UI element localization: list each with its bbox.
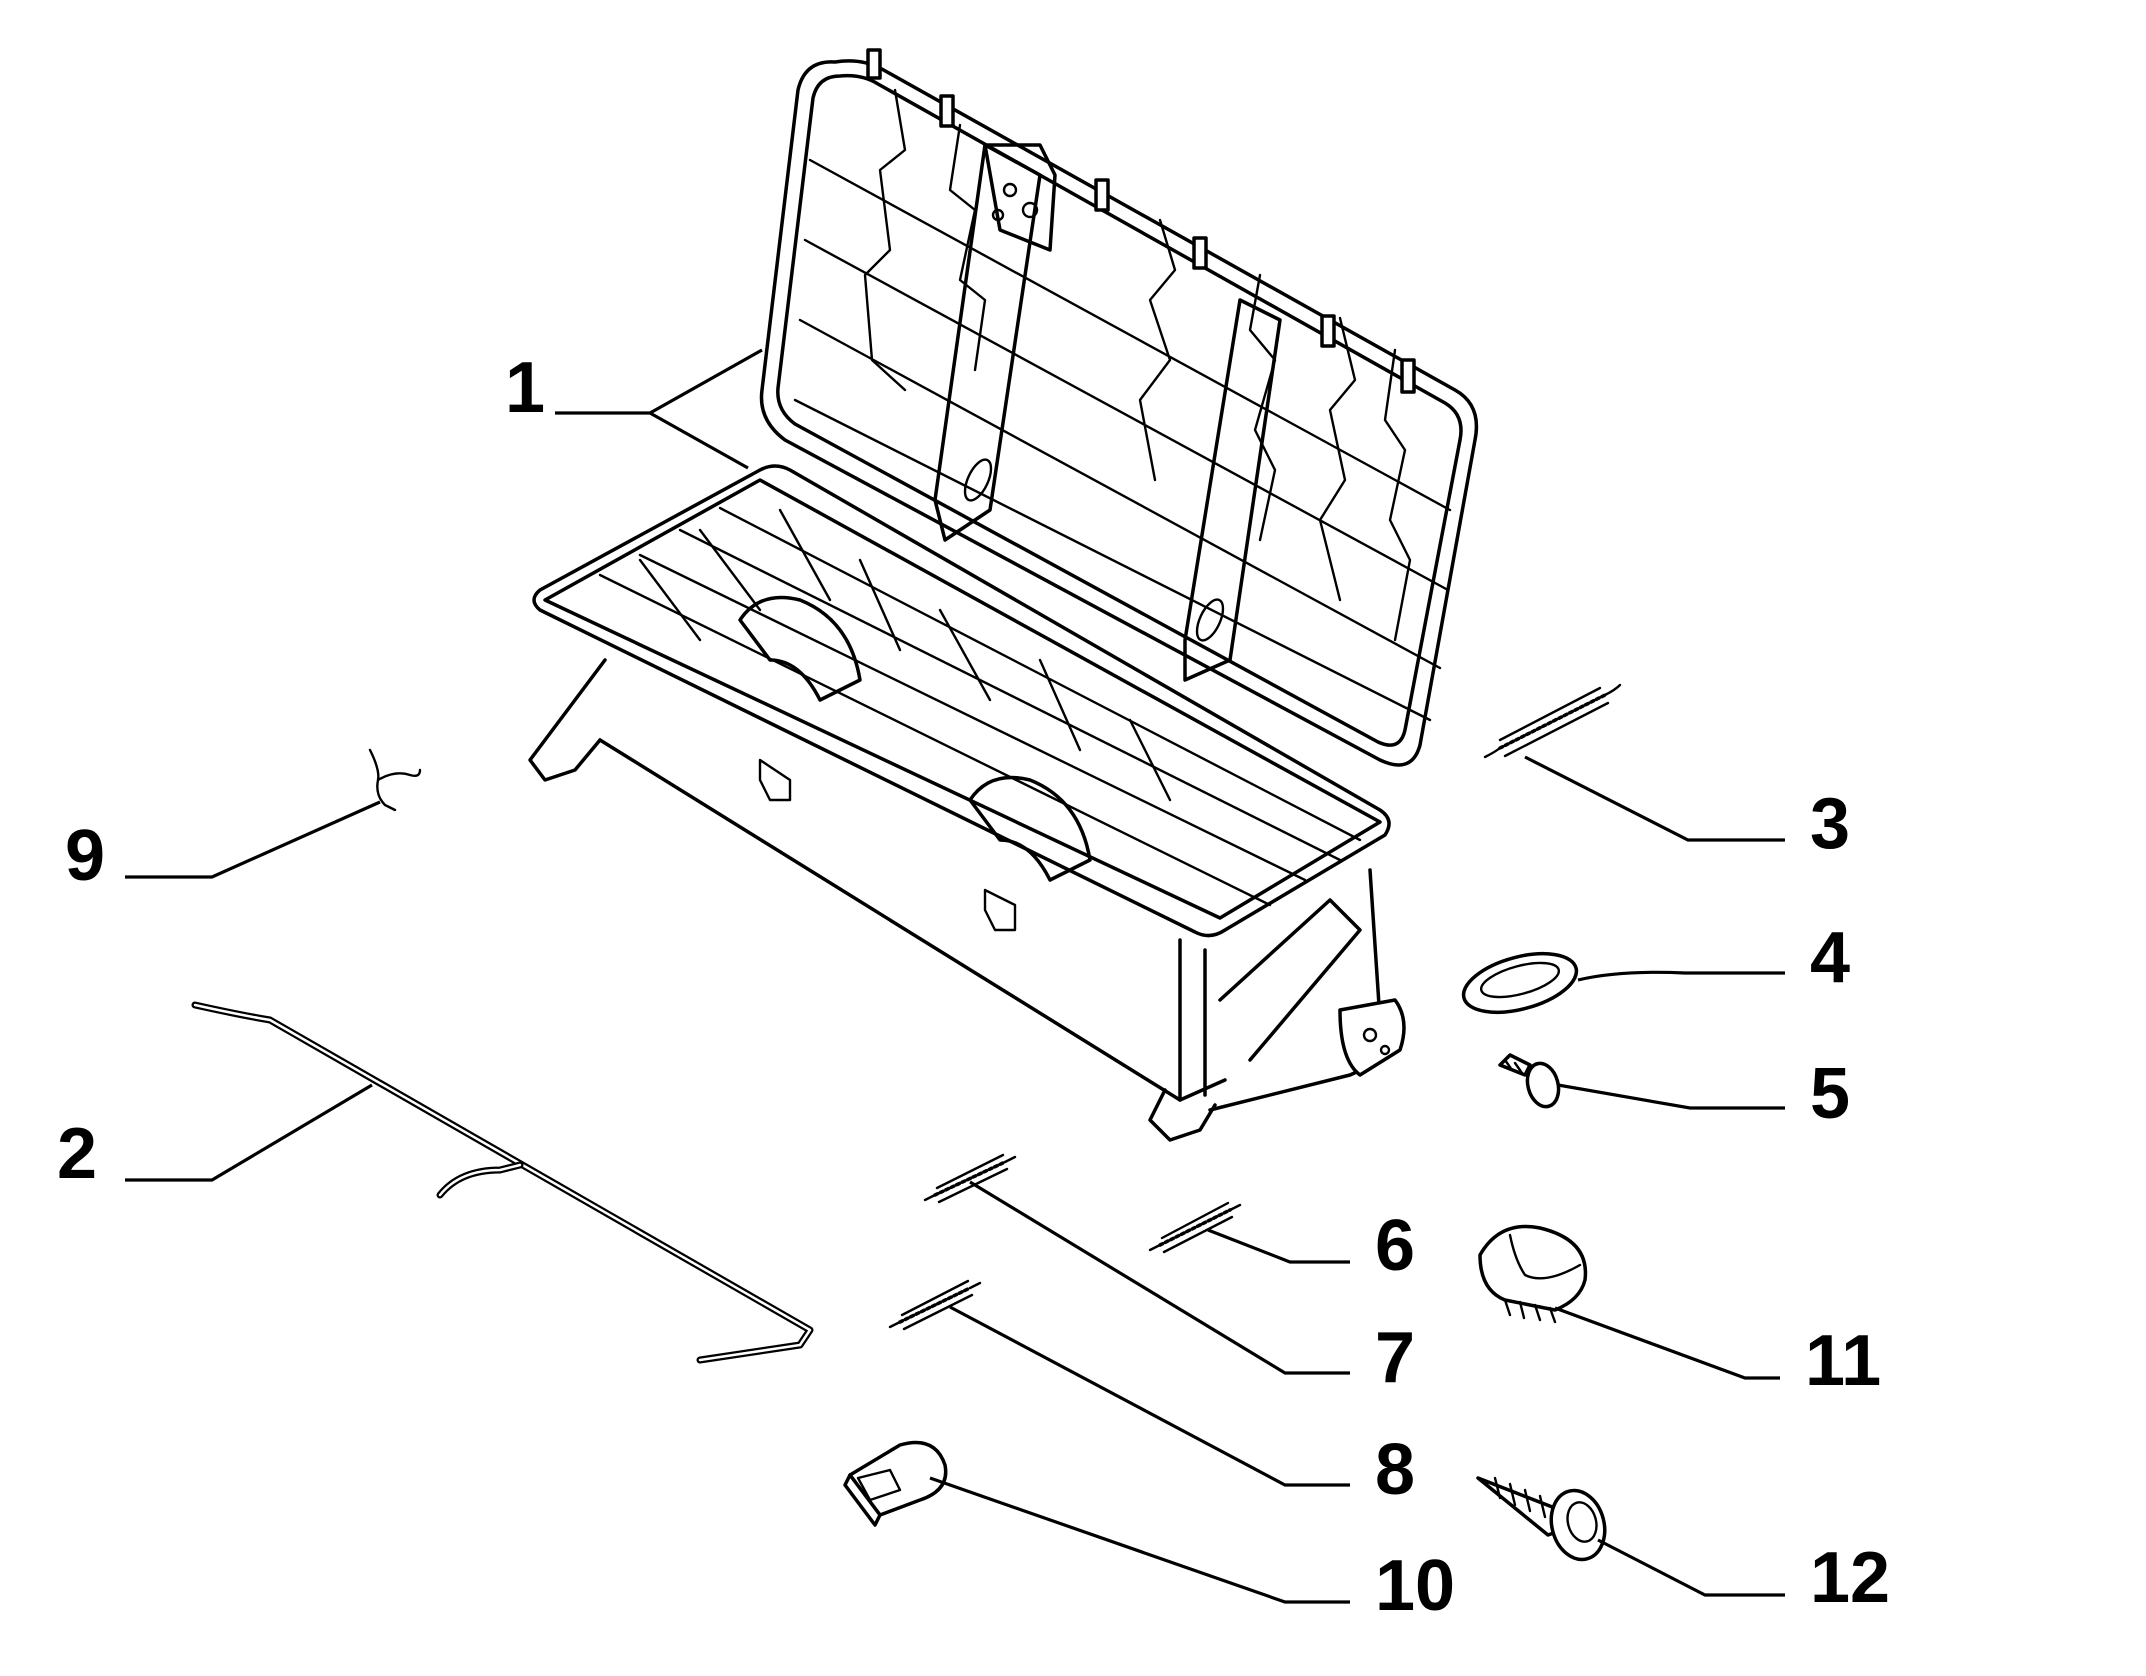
leader-3	[1524, 755, 1785, 842]
spring-small-8	[888, 1279, 982, 1331]
backrest-frame	[759, 48, 1479, 767]
small-wire-clip	[368, 748, 422, 812]
callout-4: 4	[1810, 918, 1850, 998]
end-cap	[843, 1440, 948, 1527]
seat-cushion-frame	[528, 464, 1406, 1142]
leader-10	[929, 1476, 1350, 1604]
callout-11: 11	[1805, 1321, 1881, 1401]
callout-1: 1	[505, 348, 545, 428]
spring-small-6	[1148, 1201, 1242, 1254]
leader-8	[949, 1305, 1350, 1487]
leader-6	[1207, 1228, 1350, 1264]
callout-numbers: 1 2 3 4 5 6 7 8 9 10 11 12	[57, 348, 1890, 1626]
leader-11	[1554, 1306, 1780, 1380]
callout-5: 5	[1810, 1054, 1850, 1134]
screw	[1476, 1476, 1607, 1562]
callout-9: 9	[65, 816, 105, 896]
callout-10: 10	[1375, 1546, 1455, 1626]
push-pin-clip	[1498, 1053, 1561, 1109]
leader-lines	[125, 348, 1785, 1604]
leader-12	[1597, 1538, 1785, 1597]
callout-7: 7	[1375, 1318, 1415, 1398]
seat-frame-assembly	[528, 48, 1479, 1142]
callout-6: 6	[1375, 1206, 1415, 1286]
sleeve-clip	[1478, 1224, 1588, 1324]
leader-4	[1577, 970, 1785, 982]
wire-rod	[191, 1001, 814, 1364]
leader-7	[969, 1180, 1350, 1375]
callout-12: 12	[1810, 1538, 1890, 1618]
oval-grommet	[1461, 951, 1579, 1015]
spring-small-7	[923, 1153, 1017, 1204]
leader-5	[1557, 1083, 1785, 1110]
callout-8: 8	[1375, 1430, 1415, 1510]
leader-9	[125, 800, 381, 879]
leader-2	[125, 1083, 373, 1182]
spring-large	[1483, 683, 1622, 759]
callout-3: 3	[1810, 784, 1850, 864]
leader-1	[555, 348, 763, 470]
callout-2: 2	[57, 1114, 97, 1194]
